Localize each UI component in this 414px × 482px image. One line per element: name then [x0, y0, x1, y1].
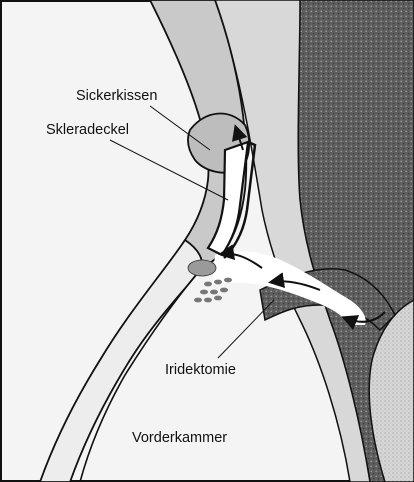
leader-iridektomie — [218, 300, 274, 358]
label-sickerkissen: Sickerkissen — [76, 88, 157, 104]
label-skleradeckel: Skleradeckel — [46, 122, 129, 138]
label-vorderkammer: Vorderkammer — [132, 430, 227, 446]
label-iridektomie: Iridektomie — [165, 362, 236, 378]
